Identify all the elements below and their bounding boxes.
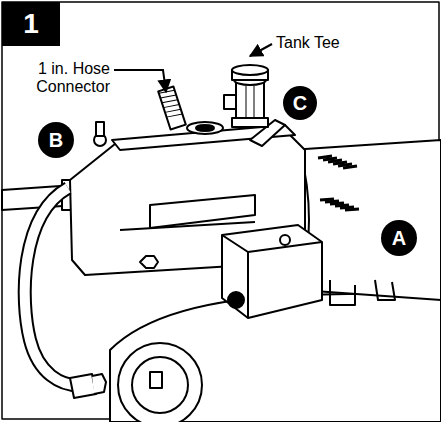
conduit-port [228,292,244,308]
pressure-switch [222,225,322,318]
callout-circle: B [37,121,75,159]
part-label: 1 in. Hose Connector [18,60,110,96]
hose-fitting [70,374,96,398]
callout-letter: B [49,129,63,152]
switch-screw [280,235,290,245]
tank-port [150,372,162,388]
callout-circle: A [380,219,418,257]
tank-tee [224,65,268,127]
callout-circle: C [282,85,318,121]
prime-plug [96,122,104,136]
part-label: Tank Tee [276,34,356,52]
leader-line [250,44,272,56]
motor-fins [318,156,359,210]
pump-foot [375,280,395,300]
step-number: 1 [23,8,39,40]
step-number-box: 1 [2,2,60,46]
pump-foot [330,280,355,305]
tank-end [118,343,202,422]
tank-end-ring [132,357,188,413]
outlet-port [187,122,223,134]
hose-nut [92,374,106,394]
hose [25,188,85,385]
callout-letter: A [392,227,406,250]
bolt [140,256,158,268]
hose-connector [158,87,186,130]
callout-letter: C [293,92,307,115]
leader-line [114,70,166,92]
